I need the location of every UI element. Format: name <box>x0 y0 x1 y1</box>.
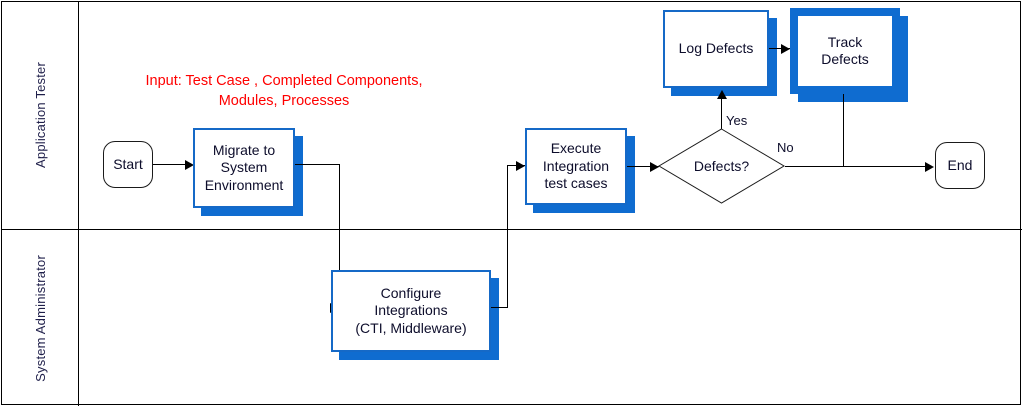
node-start-label: Start <box>113 155 143 172</box>
node-track-defects-label: Track Defects <box>821 33 869 68</box>
diamond-shape <box>658 128 785 204</box>
edge-label-no: No <box>777 140 794 155</box>
arrowhead-defects-in <box>650 162 659 172</box>
lane-label-application-tester: Application Tester <box>2 2 78 228</box>
connector-defects-no <box>785 166 928 167</box>
node-start[interactable]: Start <box>103 141 153 188</box>
connector-migrate-down <box>339 164 340 307</box>
node-end-label: End <box>947 156 973 173</box>
connector-configure-up <box>507 165 508 307</box>
node-log-defects[interactable]: Log Defects <box>663 10 769 88</box>
lane-divider <box>1 229 1022 230</box>
arrowhead-track-defects-in <box>781 44 790 54</box>
connector-configure-out <box>491 307 508 308</box>
node-migrate-label: Migrate to System Environment <box>204 141 284 193</box>
connector-start-to-migrate <box>153 164 186 165</box>
node-end[interactable]: End <box>935 142 985 189</box>
node-defects-decision[interactable]: Defects? <box>658 128 785 204</box>
node-execute-label: Execute Integration test cases <box>542 140 610 192</box>
arrowhead-start-to-migrate <box>185 160 194 170</box>
node-configure-label: Configure Integrations (CTI, Middleware) <box>355 284 467 336</box>
node-log-defects-label: Log Defects <box>678 40 754 57</box>
connector-execute-to-defects <box>627 166 659 167</box>
lane-label-system-administrator: System Administrator <box>2 231 78 405</box>
lane-label-text: System Administrator <box>32 254 48 382</box>
node-defects-label: Defects? <box>693 158 750 174</box>
arrowhead-log-defects-in <box>717 90 727 99</box>
node-migrate-to-system-environment[interactable]: Migrate to System Environment <box>193 128 295 208</box>
connector-track-to-end <box>843 92 844 167</box>
connector-migrate-out <box>295 164 340 165</box>
node-configure-integrations[interactable]: Configure Integrations (CTI, Middleware) <box>331 270 491 352</box>
lane-label-divider <box>78 1 79 406</box>
node-track-defects[interactable]: Track Defects <box>790 8 900 94</box>
lane-label-text: Application Tester <box>32 62 48 168</box>
connector-log-to-track <box>768 48 790 49</box>
arrowhead-execute-in <box>516 161 525 171</box>
input-annotation: Input: Test Case , Completed Components,… <box>145 73 423 109</box>
arrowhead-end-in <box>925 162 934 172</box>
connector-defects-yes <box>721 96 722 130</box>
edge-label-yes: Yes <box>726 113 748 128</box>
node-execute-integration-test-cases[interactable]: Execute Integration test cases <box>525 128 627 205</box>
